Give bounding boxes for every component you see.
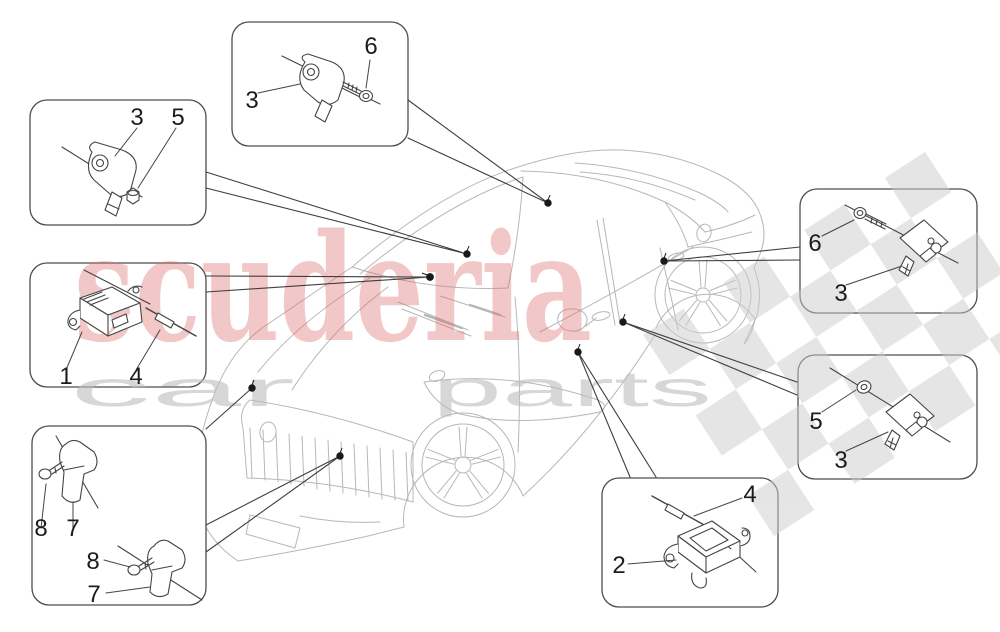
front-wheel <box>410 412 516 518</box>
part-front-sensor-7-upper <box>38 435 99 529</box>
door-handle-front <box>591 311 611 321</box>
leader-roof <box>407 99 549 204</box>
beltline <box>539 246 694 333</box>
part-rear-sensor-3-upper <box>821 204 959 286</box>
part-rear-sensor-3-lower <box>821 367 951 452</box>
car-line-art <box>195 149 765 562</box>
location-dot-front-door <box>574 343 582 356</box>
part-front-sensor-7-lower <box>103 539 203 601</box>
part-number-label: 5 <box>171 104 184 131</box>
leader-cowl <box>205 275 431 293</box>
part-number-labels: 3 5 3 6 1 4 8 7 8 7 4 2 6 3 5 3 <box>34 33 847 608</box>
part-number-label: 8 <box>34 515 47 542</box>
part-control-unit-1 <box>65 269 197 371</box>
part-number-label: 4 <box>743 481 756 508</box>
fuel-door <box>696 223 712 243</box>
location-dots <box>248 194 668 460</box>
location-dot-front-grille <box>336 447 344 460</box>
tagline-watermark-parts: parts <box>432 361 712 417</box>
callout-box-bottom-left <box>31 425 207 606</box>
part-crash-sensor-3-topmiddle <box>257 53 381 123</box>
leader-front-grille <box>205 455 341 553</box>
part-grommet-5 <box>856 380 872 394</box>
part-crash-sensor-3-topleft <box>61 127 177 217</box>
leader-front-fender <box>205 387 253 430</box>
part-pin-4b <box>651 495 707 527</box>
side-mirror <box>557 308 597 332</box>
leader-rear-door <box>622 321 798 396</box>
part-number-label: 5 <box>809 408 822 435</box>
part-number-label: 4 <box>129 363 142 390</box>
tagline-watermark-car: car <box>70 361 295 417</box>
part-number-label: 6 <box>364 33 377 60</box>
leader-windshield <box>205 171 468 255</box>
part-number-label: 3 <box>245 87 258 114</box>
part-pin-4 <box>145 307 197 337</box>
part-number-label: 7 <box>87 581 100 608</box>
brand-watermark: scuderia <box>74 201 592 375</box>
leader-rear-quarter <box>663 246 801 262</box>
location-dot-rear-door <box>619 313 627 326</box>
grille-emblem <box>259 421 277 443</box>
b-pillar <box>596 217 621 326</box>
location-dot-rear-quarter <box>660 252 668 265</box>
part-side-sensor-2 <box>627 495 757 589</box>
part-screw-8-upper <box>38 461 65 480</box>
part-number-label: 2 <box>612 552 625 579</box>
part-screw-8-lower <box>127 557 155 576</box>
grille-bars <box>249 427 409 502</box>
part-drawings <box>38 53 959 601</box>
location-dot-windshield <box>463 245 471 258</box>
leader-lines <box>205 99 801 553</box>
location-dot-cowl <box>421 272 434 281</box>
part-screw-6 <box>341 81 374 103</box>
grille-outline <box>241 399 414 503</box>
part-number-label: 7 <box>66 515 79 542</box>
part-screw-6b <box>853 206 887 230</box>
part-number-label: 3 <box>834 447 847 474</box>
part-number-label: 3 <box>130 104 143 131</box>
part-number-label: 3 <box>834 280 847 307</box>
headlight <box>423 378 605 421</box>
leader-front-door <box>577 351 657 478</box>
part-number-label: 1 <box>59 363 72 390</box>
location-dot-front-fender <box>248 379 256 392</box>
part-number-label: 8 <box>86 548 99 575</box>
location-dot-roof <box>544 194 552 207</box>
part-number-label: 6 <box>808 230 821 257</box>
